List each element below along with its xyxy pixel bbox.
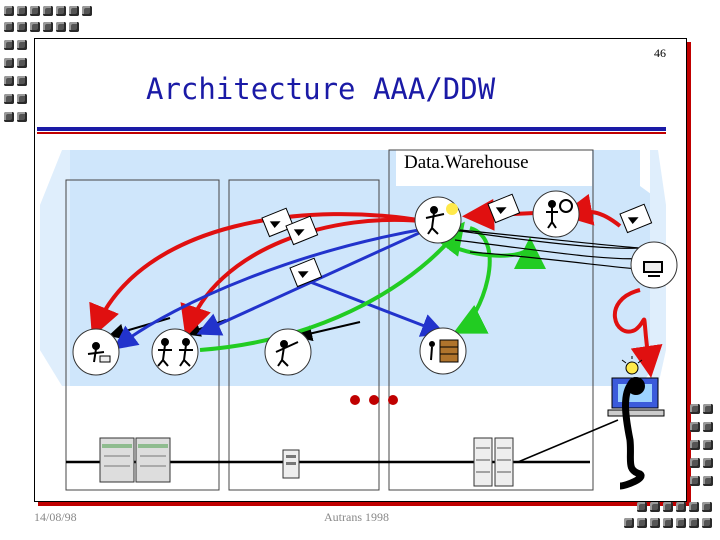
decor-square [703,476,713,486]
decor-square [703,404,713,414]
footer-event: Autrans 1998 [324,510,389,525]
decor-square [637,518,647,528]
decor-square [4,76,14,86]
decor-square [690,440,700,450]
decor-square [702,518,712,528]
decor-square [663,518,673,528]
decor-square [4,58,14,68]
decor-square [689,518,699,528]
decor-square [690,422,700,432]
ellipsis-dots [350,395,398,405]
lightbulb-icon [446,203,458,215]
footer-date: 14/08/98 [34,510,77,525]
decor-square [17,6,27,16]
decor-square [650,502,660,512]
decor-square [4,40,14,50]
decor-square [624,518,634,528]
decor-square [4,94,14,104]
decor-square [17,40,27,50]
decor-square [676,502,686,512]
decor-square [650,518,660,528]
decor-square [69,22,79,32]
decor-square [30,22,40,32]
decor-square [56,22,66,32]
link-to-user [518,420,618,462]
decor-square [4,22,14,32]
decor-square [56,6,66,16]
decor-square [4,6,14,16]
decor-square [637,502,647,512]
decor-square [43,22,53,32]
decor-square [69,6,79,16]
decor-square [17,76,27,86]
decor-square [4,112,14,122]
decor-square [43,6,53,16]
decor-square [703,422,713,432]
pc-tower-icon [283,450,299,478]
decor-square [82,6,92,16]
decor-square [30,6,40,16]
decor-square [663,502,673,512]
server-icon [100,438,170,482]
warehouse-label: Data.Warehouse [404,152,529,174]
decor-square [17,112,27,122]
decor-square [690,404,700,414]
warehouse-band [40,150,666,386]
decor-square [703,440,713,450]
decor-square [690,458,700,468]
decor-square [17,94,27,104]
decor-square [703,458,713,468]
decor-square [17,58,27,68]
decor-square [676,518,686,528]
decor-square [689,502,699,512]
decor-square [17,22,27,32]
decor-square [702,502,712,512]
decor-square [690,476,700,486]
